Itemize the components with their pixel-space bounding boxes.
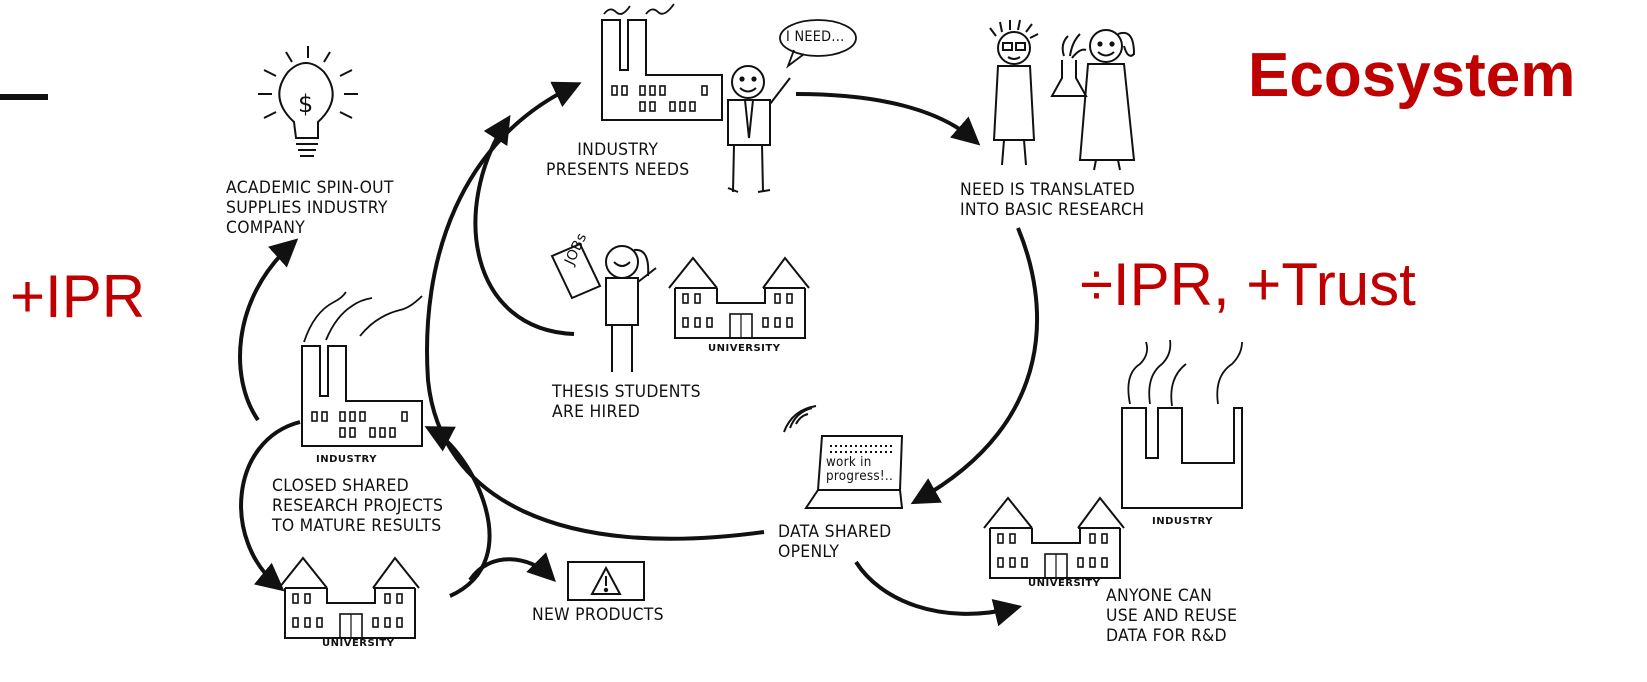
label-industry-needs: INDUSTRY PRESENTS NEEDS [546, 140, 690, 180]
university-icon [668, 257, 810, 339]
university-icon [278, 557, 420, 639]
ipr-trust-note: ÷IPR, +Trust [1080, 251, 1416, 318]
label-industry-left: INDUSTRY [316, 454, 377, 465]
speech-bubble [779, 19, 857, 69]
label-industry-right: INDUSTRY [1152, 516, 1213, 527]
warning-icon [567, 561, 645, 601]
label-basic-research: NEED IS TRANSLATED INTO BASIC RESEARCH [960, 180, 1145, 220]
factory-icon [301, 291, 423, 447]
label-new-products: NEW PRODUCTS [532, 605, 664, 625]
label-thesis: THESIS STUDENTS ARE HIRED [552, 382, 701, 422]
label-university-left: UNIVERSITY [322, 638, 395, 649]
wifi-icon [783, 405, 817, 433]
label-closed-projects: CLOSED SHARED RESEARCH PROJECTS TO MATUR… [272, 476, 444, 536]
label-laptop-text: work in progress!.. [826, 455, 894, 484]
label-spinout: ACADEMIC SPIN-OUT SUPPLIES INDUSTRY COMP… [226, 178, 394, 238]
person-icon [727, 65, 791, 193]
student-with-sign [550, 242, 657, 372]
label-university-center: UNIVERSITY [708, 343, 781, 354]
cycle-arrows [238, 81, 1040, 627]
label-speech: I NEED... [786, 29, 845, 45]
lightbulb-dollar-icon: $ [258, 46, 358, 157]
svg-text:$: $ [298, 90, 313, 118]
label-anyone: ANYONE CAN USE AND REUSE DATA FOR R&D [1106, 586, 1238, 646]
university-icon [983, 497, 1125, 579]
factory-icon [601, 3, 723, 121]
factory-icon [1121, 339, 1243, 509]
ecosystem-title: Ecosystem [1248, 41, 1576, 110]
scientist-icon [989, 19, 1136, 171]
label-data-shared: DATA SHARED OPENLY [778, 522, 892, 562]
ipr-left-note: +IPR [10, 263, 146, 330]
laptop-icon [804, 435, 904, 509]
label-university-right: UNIVERSITY [1028, 578, 1101, 589]
